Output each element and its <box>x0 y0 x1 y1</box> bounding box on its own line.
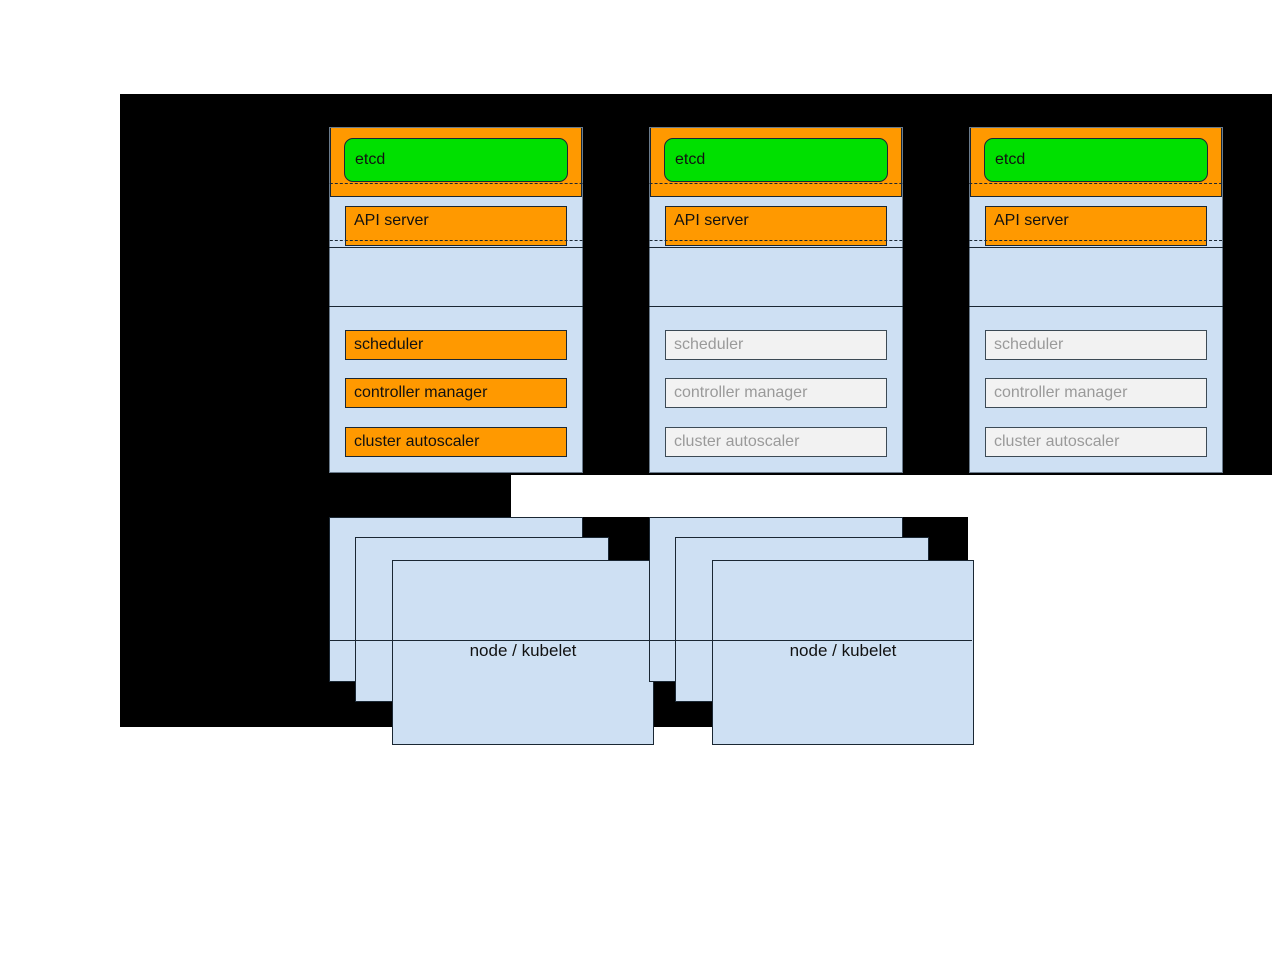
master-c-cluster-autoscaler[interactable]: cluster autoscaler <box>985 427 1207 457</box>
node-group-1-label: node / kubelet <box>469 641 577 660</box>
master-b-etcd[interactable]: etcd <box>664 138 888 182</box>
divider-line-etcd-top <box>120 247 1272 248</box>
master-a-etcd[interactable]: etcd <box>344 138 568 182</box>
divider-line-etcd-bottom <box>120 306 1272 307</box>
node-group-2-label: node / kubelet <box>789 641 897 660</box>
master-a-cluster-autoscaler[interactable]: cluster autoscaler <box>345 427 567 457</box>
divider-line-nodes <box>329 640 972 641</box>
master-a-scheduler[interactable]: scheduler <box>345 330 567 360</box>
master-b-etcd-container: etcd <box>650 128 902 197</box>
master-a-api-server[interactable]: API server <box>345 206 567 246</box>
master-replica-a[interactable]: master replica a API server etcd schedul… <box>329 127 583 473</box>
master-a-etcd-container: etcd <box>330 128 582 197</box>
master-a-controller-manager[interactable]: controller manager <box>345 378 567 408</box>
node-card-front[interactable]: node / kubelet <box>712 560 974 745</box>
master-b-api-server[interactable]: API server <box>665 206 887 246</box>
master-c-etcd[interactable]: etcd <box>984 138 1208 182</box>
master-replica-b[interactable]: master replica b API server etcd schedul… <box>649 127 903 473</box>
node-card-front[interactable]: node / kubelet <box>392 560 654 745</box>
master-b-scheduler[interactable]: scheduler <box>665 330 887 360</box>
master-c-api-server[interactable]: API server <box>985 206 1207 246</box>
master-b-controller-manager[interactable]: controller manager <box>665 378 887 408</box>
master-b-cluster-autoscaler[interactable]: cluster autoscaler <box>665 427 887 457</box>
rule-mask-right <box>1223 180 1272 310</box>
master-c-etcd-container: etcd <box>970 128 1222 197</box>
rule-mask-left <box>120 180 329 310</box>
master-c-scheduler[interactable]: scheduler <box>985 330 1207 360</box>
divider-line-api-dashed <box>120 240 1272 241</box>
divider-line-top-dashed <box>120 183 1272 184</box>
backdrop-left-panel <box>120 475 511 517</box>
rule-mask-gap-bc <box>903 180 969 310</box>
master-c-controller-manager[interactable]: controller manager <box>985 378 1207 408</box>
master-replica-c[interactable]: master replica c API server etcd schedul… <box>969 127 1223 473</box>
rule-mask-gap-ab <box>583 180 649 310</box>
